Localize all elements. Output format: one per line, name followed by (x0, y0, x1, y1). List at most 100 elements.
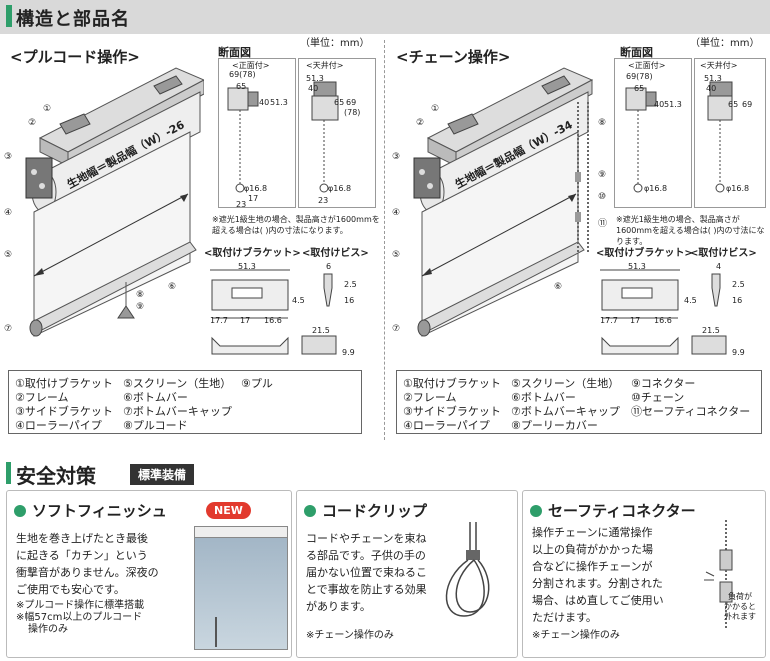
safety-accent-bar (6, 462, 11, 484)
chain-dim: 16 (732, 296, 743, 305)
pull-dim: 40 (308, 84, 319, 93)
chain-dim: 4 (716, 262, 722, 271)
pull-dim: 9.9 (342, 348, 355, 357)
pull-parts-legend: ①取付けブラケット ②フレーム ③サイドブラケット ④ローラーパイプ ⑤スクリー… (8, 370, 362, 434)
legend-item: ⑨プル (241, 377, 273, 390)
chain-dim: 17 (630, 316, 641, 325)
pull-dim: φ16.8 (328, 184, 352, 193)
safety-connector-title: セーフティコネクター (548, 502, 696, 520)
soft-finish-title: ソフトフィニッシュ (32, 502, 167, 520)
chain-callout-11: ⑪ (598, 219, 608, 229)
label-line: 外れます (724, 612, 756, 621)
text-line: ご使用でも安心です。 (16, 583, 125, 596)
chain-dim: 4.5 (684, 296, 697, 305)
chain-unit: （単位：mm） (690, 38, 760, 49)
text-line: 合などに操作チェーンが (532, 560, 653, 573)
chain-dim: 9.9 (732, 348, 745, 357)
chain-callout-10: ⑩ (598, 192, 607, 202)
chain-callout-8: ⑧ (598, 118, 607, 128)
legend-item: ⑥ボトムバー (511, 391, 576, 404)
chain-callout-5: ⑤ (392, 250, 401, 260)
pull-dim: 51.3 (238, 262, 256, 271)
legend-item: ④ローラーパイプ (403, 419, 490, 432)
safety-title: 安全対策 (16, 464, 96, 488)
chain-callout-1: ① (431, 104, 440, 114)
column-divider (384, 40, 385, 440)
pull-dim: 51.3 (270, 98, 288, 107)
legend-item: ③サイドブラケット (15, 405, 113, 418)
legend-item: ⑦ボトムバーキャップ (123, 405, 232, 418)
chain-dim: 65 (634, 84, 645, 93)
pull-dim: 16 (344, 296, 355, 305)
chain-front-box (614, 58, 692, 208)
new-badge: NEW (206, 502, 251, 519)
chain-dim: 21.5 (702, 326, 720, 335)
pull-dim: 65 (334, 98, 345, 107)
text-line: 場合、はめ直してご使用い (532, 594, 664, 607)
chain-dim: 69(78) (626, 72, 653, 81)
chain-ceiling-title: <天井付> (700, 61, 738, 70)
text-line: 以上の負荷がかかった場 (532, 543, 653, 556)
chain-dim: 2.5 (732, 280, 745, 289)
pull-front-box (218, 58, 296, 208)
safety-connector-illustration (704, 520, 733, 628)
chain-bracket-title: <取付けブラケット> (596, 248, 693, 259)
chain-front-title: <正面付> (628, 61, 666, 70)
pull-callout-1: ① (43, 104, 52, 114)
chain-note: ※遮光1級生地の場合、製品高さが1600mmを超える場合は( )内の寸法になりま… (616, 215, 765, 246)
legend-item: ⑪セーフティコネクター (631, 405, 751, 418)
legend-item: ③サイドブラケット (403, 405, 501, 418)
section-header (0, 0, 770, 34)
pull-dim: 65 (236, 82, 247, 91)
soft-finish-notes: ※プルコード操作に標準搭載 ※幅57cm以上のプルコード 操作のみ (16, 600, 144, 636)
legend-item: ⑤スクリーン（生地） (511, 377, 620, 390)
text-line: 生地を巻き上げたとき最後 (16, 532, 148, 545)
chain-callout-9: ⑨ (598, 170, 607, 180)
chain-screw-title: <取付けビス> (690, 248, 757, 259)
pull-dim: 69 (346, 98, 357, 107)
pull-callout-2: ② (28, 118, 37, 128)
pull-dim: φ16.8 (244, 184, 268, 193)
pull-unit: （単位：mm） (300, 38, 370, 49)
text-line: る部品です。子供の手の (306, 549, 426, 562)
label-line: かかると (724, 602, 756, 611)
legend-item: ①取付けブラケット (15, 377, 113, 390)
pull-dim: 23 (318, 196, 329, 205)
text-line: 分割されます。分割された (532, 577, 663, 590)
chain-section-title: 断面図 (620, 46, 653, 59)
pull-heading: <プルコード操作> (10, 48, 140, 66)
legend-item: ⑥ボトムバー (123, 391, 188, 404)
pull-dim: 21.5 (312, 326, 330, 335)
page-title: 構造と部品名 (16, 9, 130, 30)
chain-parts-legend: ①取付けブラケット ②フレーム ③サイドブラケット ④ローラーパイプ ⑤スクリー… (396, 370, 762, 434)
safety-connector-note: ※チェーン操作のみ (532, 630, 620, 641)
text-line: ただけます。 (532, 611, 597, 624)
pull-ceiling-box (298, 58, 376, 208)
pull-callout-6: ⑥ (168, 282, 177, 292)
chain-section-drawing (625, 81, 733, 193)
pull-dim: 4.5 (292, 296, 305, 305)
header-accent-bar (6, 5, 12, 27)
chain-dim: 51.3 (664, 100, 682, 109)
pull-dim: 17 (240, 316, 251, 325)
chain-callout-3: ③ (392, 152, 401, 162)
chain-dim: 40 (706, 84, 717, 93)
chain-dim: 17.7 (600, 316, 618, 325)
chain-heading: <チェーン操作> (396, 48, 511, 66)
standard-badge: 標準装備 (130, 464, 195, 485)
legend-item: ⑧プーリーカバー (511, 419, 598, 432)
legend-item: ④ローラーパイプ (15, 419, 102, 432)
chain-ceiling-box (694, 58, 766, 208)
cord-clip-illustration (445, 522, 490, 617)
chain-callout-2: ② (416, 118, 425, 128)
bullet-icon (530, 505, 542, 517)
note-line: ※幅57cm以上のプルコード (16, 612, 143, 623)
pull-section-drawing (227, 81, 339, 193)
pull-callout-9: ⑨ (136, 302, 145, 312)
pull-ceiling-title: <天井付> (306, 61, 344, 70)
pull-dim: 69(78) (229, 70, 256, 79)
chain-callout-6: ⑥ (554, 282, 563, 292)
pull-dim: 16.6 (264, 316, 282, 325)
pull-dim: 23 (236, 200, 247, 209)
pull-callout-5: ⑤ (4, 250, 13, 260)
